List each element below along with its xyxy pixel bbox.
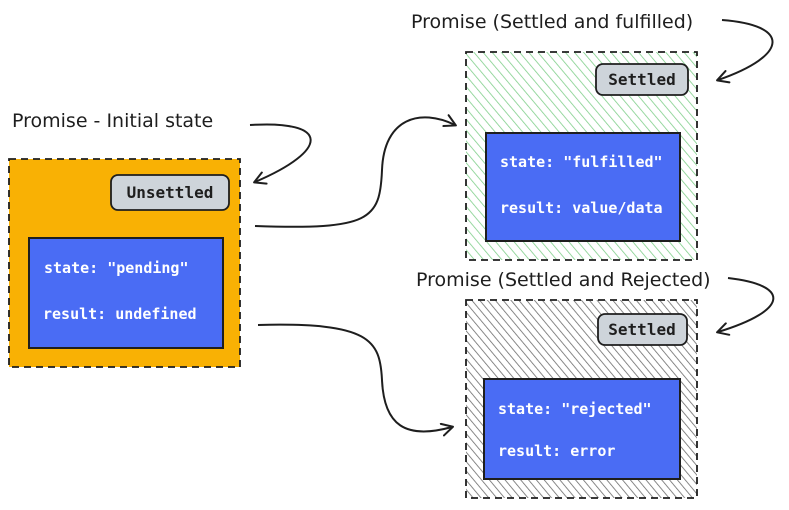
to-fulfilled-arrow <box>254 114 457 228</box>
rejected-promise-box: Settled state: "rejected" result: error <box>465 299 698 499</box>
fulfilled-result-text: result: value/data <box>500 199 663 217</box>
fulfilled-promise-box: Settled state: "fulfilled" result: value… <box>465 51 698 261</box>
fulfilled-label: Promise (Settled and fulfilled) <box>411 11 693 33</box>
unsettled-badge-label: Unsettled <box>127 183 214 202</box>
pending-result-text: result: undefined <box>43 305 197 323</box>
to-rejected-arrow <box>257 323 454 437</box>
pending-promise-box: Unsettled state: "pending" result: undef… <box>8 158 241 368</box>
rejected-settled-badge: Settled <box>597 313 688 346</box>
unsettled-badge: Unsettled <box>110 174 230 211</box>
rejected-label: Promise (Settled and Rejected) <box>416 269 711 291</box>
initial-label-arrow <box>249 123 312 185</box>
fulfilled-label-arrow <box>716 19 774 84</box>
pending-state-text: state: "pending" <box>44 259 189 277</box>
fulfilled-settled-badge-label: Settled <box>608 70 675 89</box>
fulfilled-settled-badge: Settled <box>595 63 689 96</box>
rejected-result-text: result: error <box>498 442 615 460</box>
rejected-label-arrow <box>716 277 775 336</box>
rejected-settled-badge-label: Settled <box>608 320 675 339</box>
pending-state-card: state: "pending" result: undefined <box>28 237 224 349</box>
fulfilled-state-text: state: "fulfilled" <box>500 153 663 171</box>
rejected-state-card: state: "rejected" result: error <box>483 378 681 480</box>
initial-state-label: Promise - Initial state <box>12 110 213 132</box>
rejected-state-text: state: "rejected" <box>498 400 652 418</box>
fulfilled-state-card: state: "fulfilled" result: value/data <box>485 132 681 242</box>
